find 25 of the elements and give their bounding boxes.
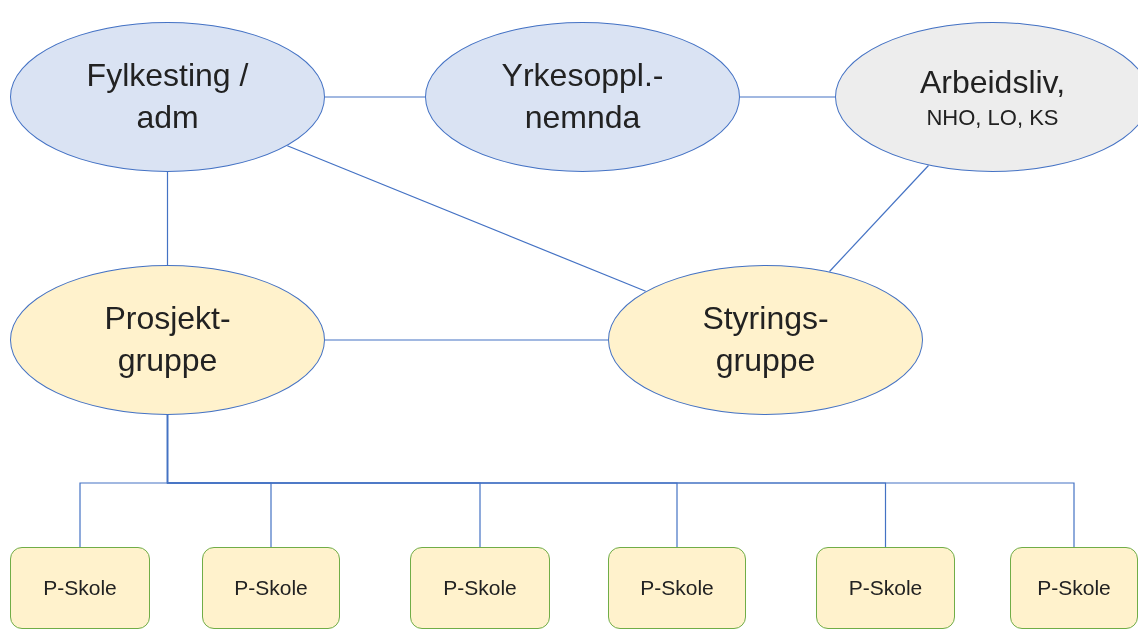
rounded-box bbox=[1010, 547, 1138, 629]
rounded-box bbox=[10, 547, 150, 629]
rounded-box bbox=[816, 547, 955, 629]
node-label: P-Skole bbox=[640, 575, 714, 602]
node-label: P-Skole bbox=[234, 575, 308, 602]
rounded-box bbox=[608, 547, 746, 629]
node-label: P-Skole bbox=[1037, 575, 1111, 602]
connector-line bbox=[324, 339, 609, 341]
node-label: P-Skole bbox=[848, 575, 923, 602]
connector-line bbox=[828, 164, 930, 273]
node-label: Yrkesoppl.- nemnda bbox=[500, 56, 665, 137]
connector-line bbox=[324, 96, 426, 98]
node-label: Fylkesting / adm bbox=[85, 56, 250, 137]
connector-line bbox=[739, 96, 836, 98]
node-label: P-Skole bbox=[443, 575, 517, 602]
node-label: Arbeidsliv, bbox=[919, 62, 1066, 102]
node-label: Prosjekt- gruppe bbox=[103, 299, 232, 380]
node-label: NHO, LO, KS bbox=[926, 103, 1059, 132]
connector-line bbox=[166, 414, 1075, 548]
connector-line bbox=[166, 171, 169, 266]
connector-line bbox=[286, 145, 647, 292]
rounded-box bbox=[410, 547, 550, 629]
node-label: P-Skole bbox=[43, 575, 117, 602]
node-label: Styrings- gruppe bbox=[701, 299, 830, 380]
rounded-box bbox=[202, 547, 340, 629]
